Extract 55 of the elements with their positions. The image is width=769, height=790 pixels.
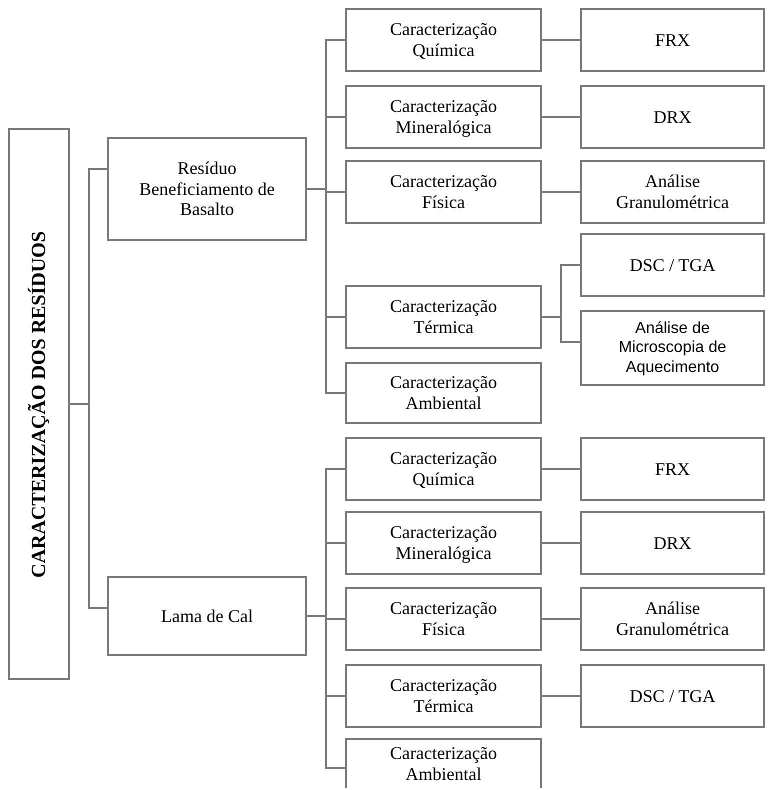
- node-label: Análise Granulométrica: [615, 598, 730, 640]
- connector-line: [542, 695, 580, 697]
- connector-line: [542, 191, 580, 193]
- category-box: [345, 160, 542, 224]
- connector-line: [542, 618, 580, 620]
- category-box: [580, 310, 765, 386]
- node-label: DSC / TGA: [630, 254, 716, 276]
- connector-line: [542, 39, 580, 41]
- category-box: [345, 285, 542, 349]
- node-label: Caracterização Térmica: [389, 675, 498, 717]
- vertical-title: CARACTERIZAÇÃO DOS RESÍDUOS: [28, 230, 50, 578]
- category-box: [107, 576, 307, 656]
- node-label: Análise Granulométrica: [615, 171, 730, 213]
- node-label: Análise de Microscopia de Aquecimento: [618, 319, 728, 377]
- node-label: Caracterização Física: [389, 598, 498, 640]
- category-box: [580, 587, 765, 651]
- category-box: [345, 511, 542, 575]
- category-box: [580, 85, 765, 149]
- category-box: [580, 160, 765, 224]
- connector-line: [307, 615, 345, 769]
- node-label: Lama de Cal: [161, 606, 253, 626]
- connector-line: [307, 188, 345, 394]
- node-label: Caracterização Física: [389, 171, 498, 213]
- category-box: [107, 137, 307, 241]
- node-label: DSC / TGA: [630, 686, 716, 706]
- node-label: Caracterização Térmica: [389, 296, 498, 338]
- node-label: FRX: [654, 30, 690, 50]
- category-box: [345, 437, 542, 501]
- connector-line: [542, 542, 580, 544]
- node-label: Caracterização Ambiental: [389, 372, 498, 414]
- category-box: [345, 362, 542, 424]
- connector-line: [542, 316, 580, 343]
- node-label: Caracterização Química: [389, 19, 498, 61]
- category-box: [580, 8, 765, 72]
- node-label: Caracterização Química: [389, 448, 498, 490]
- category-box: [345, 664, 542, 728]
- category-box: [345, 738, 542, 788]
- node-label: Resíduo Beneficiamento de Basalto: [138, 158, 276, 220]
- category-box: [580, 664, 765, 728]
- node-label: DRX: [653, 106, 692, 128]
- category-box: [345, 8, 542, 72]
- category-box: [345, 85, 542, 149]
- category-box: [580, 437, 765, 501]
- node-label: Caracterização Ambiental: [389, 743, 498, 785]
- node-label: DRX: [653, 532, 692, 554]
- connector-line: [542, 468, 580, 470]
- category-box: [580, 511, 765, 575]
- connector-line: [70, 403, 107, 609]
- category-box: [345, 587, 542, 651]
- connector-line: [542, 116, 580, 118]
- node-label: Caracterização Mineralógica: [389, 522, 498, 564]
- node-label: Caracterização Mineralógica: [389, 96, 498, 138]
- node-label: FRX: [654, 458, 690, 480]
- category-box: [580, 233, 765, 297]
- root-box: [8, 128, 70, 680]
